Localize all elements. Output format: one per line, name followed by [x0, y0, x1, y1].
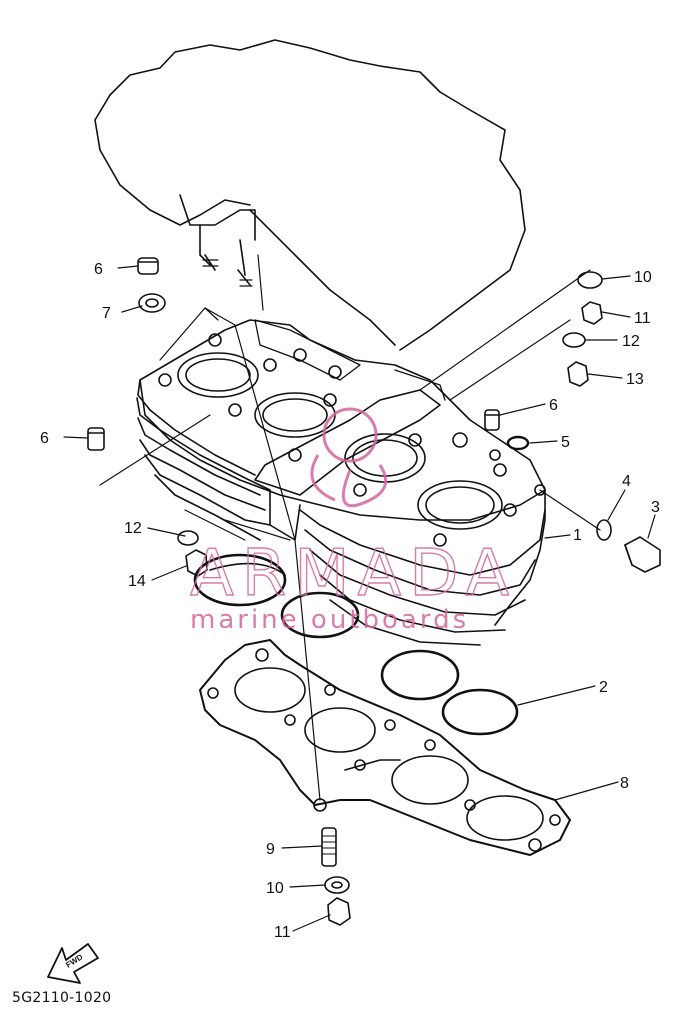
- callout-6-left: 6: [40, 430, 49, 447]
- washer-left: [177, 530, 199, 546]
- callout-8: 8: [620, 775, 629, 792]
- watermark-word: ARMADA: [190, 537, 517, 611]
- callout-12-left: 12: [124, 520, 142, 537]
- callout-10-top: 10: [634, 269, 652, 286]
- callout-11-top: 11: [634, 310, 651, 327]
- washer-bolt: [596, 519, 612, 541]
- callout-11-bottom: 11: [274, 924, 291, 941]
- watermark-logo-icon: [310, 407, 388, 508]
- base-gasket: [199, 639, 571, 856]
- callout-9: 9: [266, 841, 275, 858]
- callout-13: 13: [626, 371, 644, 388]
- nut-top-right: [581, 301, 603, 325]
- callout-3: 3: [651, 499, 660, 516]
- cylinder-block: [136, 319, 546, 646]
- callout-1: 1: [573, 527, 582, 544]
- callout-7: 7: [102, 305, 111, 322]
- assembly-lines: [99, 254, 601, 801]
- cap-nut-right: [567, 361, 589, 387]
- callout-5: 5: [561, 434, 570, 451]
- o-ring-front-right: [280, 591, 360, 639]
- dowel-pin-top-left: [137, 257, 159, 275]
- stud-bottom: [321, 827, 337, 867]
- watermark: ARMADA marine outboards: [189, 407, 517, 635]
- dowel-pin-right: [484, 409, 500, 431]
- washer-top-right: [577, 271, 603, 289]
- callout-4: 4: [622, 473, 631, 490]
- fwd-arrow-icon: [47, 943, 99, 984]
- callout-6-top: 6: [94, 261, 103, 278]
- washer-right: [562, 332, 586, 348]
- watermark-tagline: marine outboards: [190, 605, 469, 635]
- washer-bottom: [324, 876, 350, 894]
- dowel-pin-left: [87, 427, 105, 451]
- nut-bottom: [327, 897, 351, 926]
- callout-2: 2: [599, 679, 608, 696]
- o-ring-small: [506, 435, 530, 451]
- callout-6-right: 6: [549, 397, 558, 414]
- callout-14: 14: [128, 573, 146, 590]
- cap-nut-left: [185, 549, 208, 577]
- bolt: [624, 536, 661, 573]
- o-ring-front-left: [193, 553, 287, 607]
- callout-12-top: 12: [622, 333, 640, 350]
- washer-top-left: [138, 293, 166, 313]
- o-ring-rear-left: [380, 649, 460, 701]
- callout-10-bottom: 10: [266, 880, 284, 897]
- diagram-code: 5G2110-1020: [12, 990, 112, 1006]
- callout-leaders: [63, 265, 656, 932]
- crankcase-outline: [94, 39, 526, 351]
- o-ring-rear-right: [441, 688, 519, 736]
